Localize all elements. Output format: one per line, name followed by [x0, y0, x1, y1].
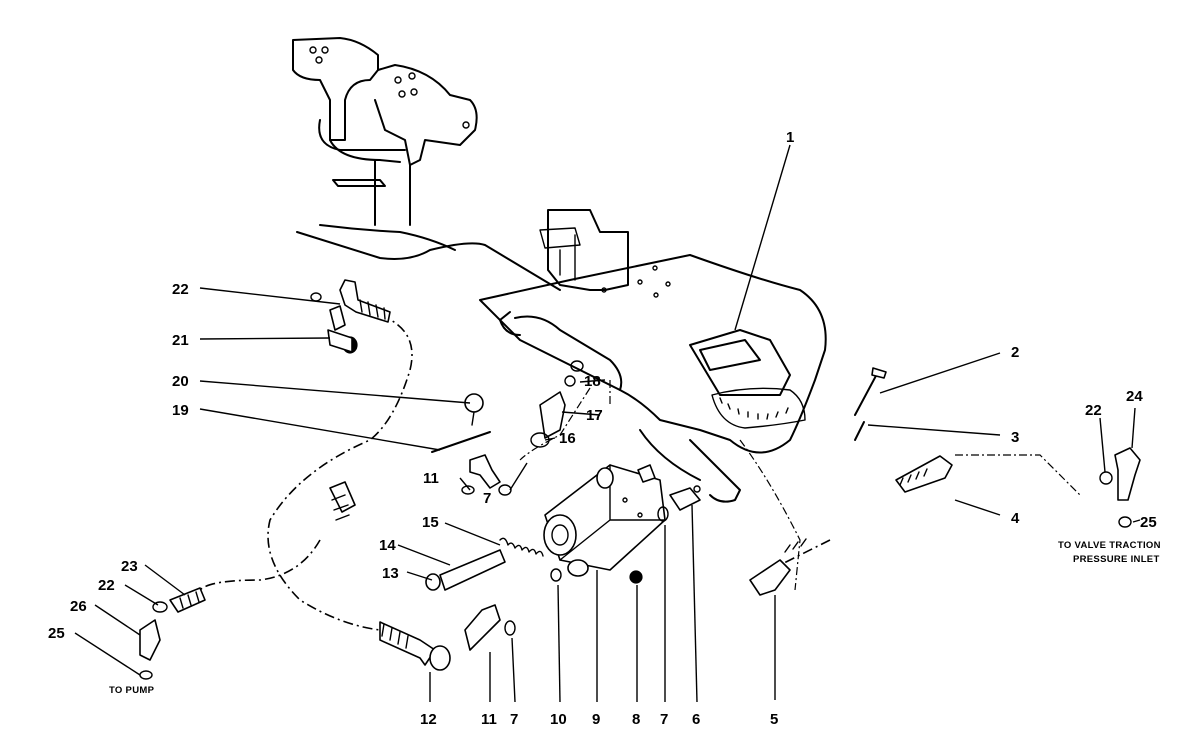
callout-15: 15 [422, 514, 439, 531]
callout-20: 20 [172, 373, 189, 390]
callout-13: 13 [382, 565, 399, 582]
callout-25-right: 25 [1140, 514, 1157, 531]
hoses [199, 314, 831, 631]
callout-22-right: 22 [1085, 402, 1102, 419]
callout-16: 16 [559, 430, 576, 447]
callout-26: 26 [70, 598, 87, 615]
callout-7-right: 7 [660, 711, 668, 728]
callout-11-upper: 11 [423, 470, 439, 487]
callout-10: 10 [550, 711, 567, 728]
leader-lines [74, 144, 1141, 703]
callout-22-left: 22 [98, 577, 115, 594]
callout-1: 1 [786, 129, 794, 146]
callout-25-left: 25 [48, 625, 65, 642]
callout-4: 4 [1011, 510, 1020, 527]
callout-8: 8 [632, 711, 640, 728]
callout-21: 21 [172, 332, 189, 349]
callout-23: 23 [121, 558, 138, 575]
callout-12: 12 [420, 711, 437, 728]
fittings [139, 279, 1141, 680]
note-to-pump: TO PUMP [109, 685, 155, 696]
callout-14: 14 [379, 537, 396, 554]
callout-19: 19 [172, 402, 189, 419]
callout-11-lower: 11 [481, 711, 497, 728]
callout-24: 24 [1126, 388, 1143, 405]
note-to-valve-line2: PRESSURE INLET [1073, 554, 1160, 565]
callout-18: 18 [584, 373, 601, 390]
routing-notes: TO PUMP TO VALVE TRACTION PRESSURE INLET [109, 540, 1161, 696]
callout-2: 2 [1011, 344, 1019, 361]
callout-17: 17 [586, 407, 603, 424]
callout-labels: 1 2 3 4 5 6 7 8 9 10 7 11 12 13 14 15 16… [48, 129, 1157, 728]
callout-6: 6 [692, 711, 700, 728]
pedal-bracket [292, 37, 478, 226]
valve-block [543, 464, 666, 577]
callout-7-lower: 7 [510, 711, 518, 728]
callout-9: 9 [592, 711, 600, 728]
callout-3: 3 [1011, 429, 1019, 446]
note-to-valve-line1: TO VALVE TRACTION [1058, 540, 1161, 551]
callout-5: 5 [770, 711, 778, 728]
frame-plate [296, 209, 827, 591]
callout-7-upper: 7 [483, 490, 491, 507]
callout-22-top: 22 [172, 281, 189, 298]
